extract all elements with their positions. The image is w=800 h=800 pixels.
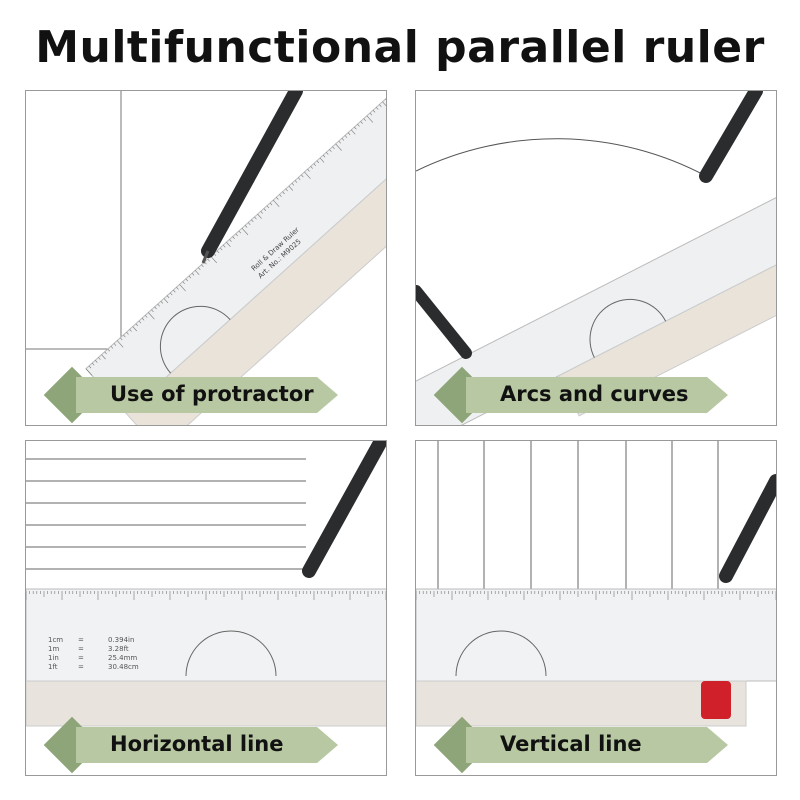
vertical-illustration: [416, 441, 776, 727]
panel-arcs: Arcs and curves: [415, 90, 777, 426]
label-vertical-line: Vertical line: [433, 716, 738, 774]
ruler-ticks: [26, 591, 386, 600]
conversion-table: 1cm=0.394in 1m=3.28ft 1in=25.4mm 1ft=30.…: [48, 636, 139, 672]
label-text: Arcs and curves: [500, 382, 689, 406]
label-banner: [466, 377, 728, 413]
conversion-row: 1in=25.4mm: [48, 654, 138, 662]
label-banner: [466, 727, 728, 763]
label-text: Horizontal line: [110, 732, 284, 756]
conversion-row: 1ft=30.48cm: [48, 663, 139, 671]
pen: [201, 91, 303, 264]
ruler-ticks: [416, 591, 776, 600]
conversion-row: 1m=3.28ft: [48, 645, 129, 653]
label-text: Vertical line: [500, 732, 642, 756]
ruler-ticks: [85, 98, 386, 376]
label-text: Use of protractor: [110, 382, 314, 406]
panel-protractor: Roll & Draw Ruler Art. No.: M9025 Use of…: [25, 90, 387, 426]
protractor-illustration: Roll & Draw Ruler Art. No.: M9025: [26, 91, 386, 425]
label-banner: [76, 377, 338, 413]
label-use-of-protractor: Use of protractor: [43, 366, 348, 424]
label-horizontal-line: Horizontal line: [43, 716, 348, 774]
panel-horizontal: 1cm=0.394in 1m=3.28ft 1in=25.4mm 1ft=30.…: [25, 440, 387, 776]
horizontal-illustration: [26, 441, 386, 727]
label-banner: [76, 727, 338, 763]
conversion-row: 1cm=0.394in: [48, 636, 135, 644]
page-title: Multifunctional parallel ruler: [35, 22, 765, 73]
panel-vertical: Vertical line: [415, 440, 777, 776]
label-arcs-and-curves: Arcs and curves: [433, 366, 738, 424]
